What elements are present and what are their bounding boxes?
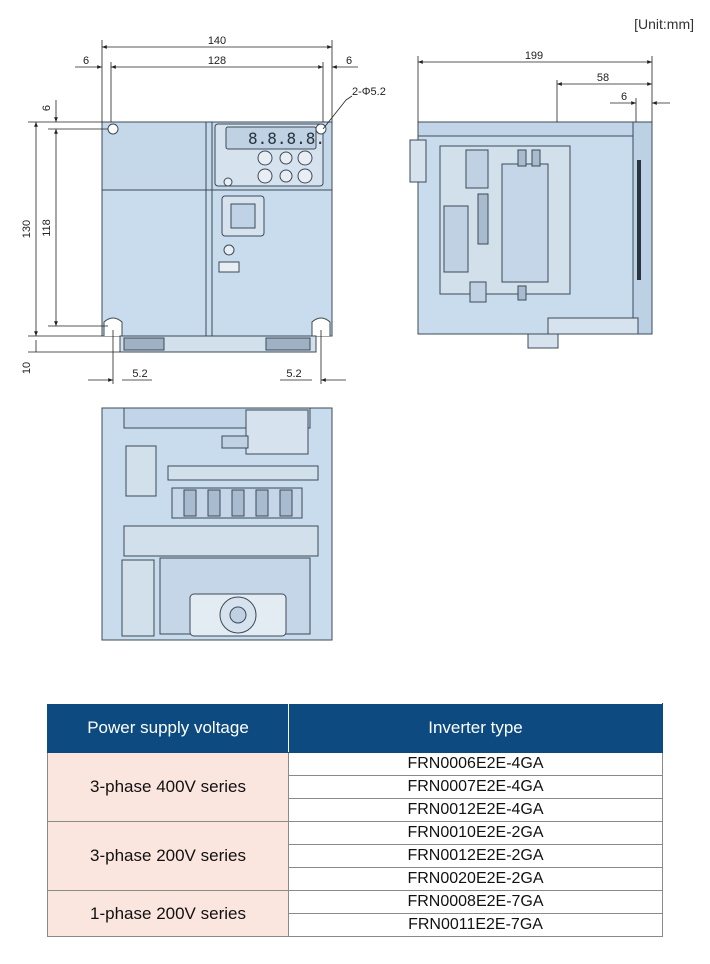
table-row: FRN0012E2E-4GA bbox=[48, 798, 663, 822]
dim-bottom-right-offset: 5.2 bbox=[286, 368, 301, 380]
front-dimension-text: 140 128 6 6 2-Φ5.2 6 130 118 10 5.2 5.2 bbox=[21, 35, 386, 380]
table-row: 3-phase 200V series FRN0010E2E-2GA bbox=[47, 821, 663, 891]
dimension-drawing: 8.8.8.8. bbox=[21, 35, 670, 641]
voltage-cell: 3-phase 200V series bbox=[47, 821, 289, 891]
dim-front-width: 140 bbox=[208, 35, 226, 47]
dim-height: 130 bbox=[21, 220, 33, 238]
dim-front-inner-width: 128 bbox=[208, 55, 226, 67]
model-cell: FRN0006E2E-4GA bbox=[288, 752, 663, 776]
dim-side-depth: 199 bbox=[525, 50, 543, 62]
table-row: FRN0012E2E-2GA bbox=[48, 844, 663, 868]
front-view: 8.8.8.8. bbox=[101, 121, 333, 353]
inverter-spec-table: Power supply voltage Inverter type 3-pha… bbox=[47, 703, 663, 937]
side-dimension-text: 199 58 6 bbox=[525, 50, 627, 103]
svg-text:8.8.8.8.: 8.8.8.8. bbox=[248, 129, 325, 148]
header-inverter-type: Inverter type bbox=[288, 703, 663, 753]
dim-front-right-margin: 6 bbox=[346, 55, 352, 67]
voltage-cell: 1-phase 200V series bbox=[47, 890, 289, 937]
table-row: 3-phase 400V series FRN0006E2E-4GA bbox=[47, 752, 663, 822]
table-header-row: Power supply voltage Inverter type bbox=[47, 703, 663, 753]
dim-side-depth-edge: 6 bbox=[621, 91, 627, 103]
model-cell: FRN0012E2E-2GA bbox=[288, 844, 663, 868]
model-cell: FRN0007E2E-4GA bbox=[288, 775, 663, 799]
dim-top-margin: 6 bbox=[41, 105, 53, 111]
table-row: FRN0011E2E-7GA bbox=[48, 913, 663, 937]
unit-label: [Unit:mm] bbox=[634, 16, 694, 32]
table-row: 1-phase 200V series FRN0008E2E-7GA bbox=[47, 890, 663, 937]
model-cell: FRN0020E2E-2GA bbox=[288, 867, 663, 891]
header-power-supply-voltage: Power supply voltage bbox=[47, 703, 289, 753]
front-dimension-lines bbox=[28, 40, 358, 384]
bottom-view bbox=[101, 407, 333, 641]
model-cell: FRN0008E2E-7GA bbox=[288, 890, 663, 914]
side-view bbox=[409, 121, 653, 349]
dim-front-left-margin: 6 bbox=[83, 55, 89, 67]
dim-mount-hole: 2-Φ5.2 bbox=[352, 86, 386, 98]
dim-bottom-left-offset: 5.2 bbox=[132, 368, 147, 380]
voltage-cell: 3-phase 400V series bbox=[47, 752, 289, 822]
model-cell: FRN0010E2E-2GA bbox=[288, 821, 663, 845]
dim-bottom-margin: 10 bbox=[21, 362, 33, 374]
dim-hole-pitch-height: 118 bbox=[41, 219, 53, 237]
side-dimension-lines bbox=[417, 56, 670, 122]
model-cell: FRN0012E2E-4GA bbox=[288, 798, 663, 822]
dim-side-depth-front: 58 bbox=[597, 72, 609, 84]
model-cell: FRN0011E2E-7GA bbox=[288, 913, 663, 937]
table-row: FRN0020E2E-2GA bbox=[48, 867, 663, 891]
